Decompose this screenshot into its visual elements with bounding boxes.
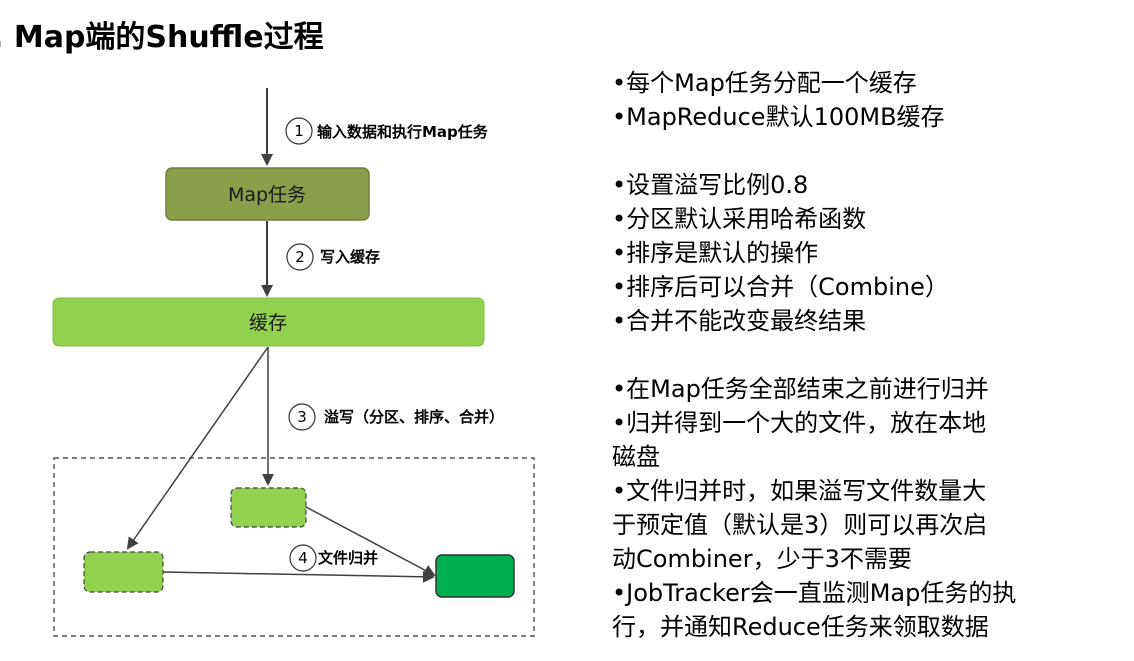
map-task-label: Map任务	[228, 184, 306, 206]
note-line: 磁盘	[612, 443, 660, 471]
map-task-box: Map任务	[165, 167, 370, 221]
step-1: 1 输入数据和执行Map任务	[285, 117, 489, 145]
step-1-number: 1	[294, 122, 304, 140]
step-2-number: 2	[295, 248, 305, 266]
step-3-label: 溢写（分区、排序、合并）	[324, 408, 504, 426]
step-2: 2 写入缓存	[286, 243, 380, 271]
note-line: •归并得到一个大的文件，放在本地	[612, 409, 987, 437]
note-line: •文件归并时，如果溢写文件数量大	[612, 477, 987, 505]
buffer-box: 缓存	[52, 297, 485, 347]
step-1-circle	[285, 117, 313, 145]
note-line: 于预定值（默认是3）则可以再次启	[612, 511, 988, 539]
buffer-label: 缓存	[249, 312, 287, 334]
page-title: . Map端的Shuffle过程	[0, 20, 324, 55]
merge-arrow-from-middle	[305, 506, 436, 576]
note-line: •设置溢写比例0.8	[612, 171, 809, 199]
notes-panel: •每个Map任务分配一个缓存 •MapReduce默认100MB缓存 •设置溢写…	[612, 66, 1112, 644]
local-disk-region	[53, 457, 535, 637]
merged-file	[435, 554, 515, 598]
note-line: •合并不能改变最终结果	[612, 307, 867, 335]
step-3: 3 溢写（分区、排序、合并）	[288, 403, 504, 431]
step-3-circle	[288, 403, 316, 431]
step-2-circle	[286, 243, 314, 271]
note-line: •JobTracker会一直监测Map任务的执	[612, 579, 1017, 607]
note-line: 动Combiner，少于3不需要	[612, 545, 912, 573]
step-4-number: 4	[298, 549, 308, 567]
merge-arrow-from-left	[162, 570, 435, 583]
note-line: •在Map任务全部结束之前进行归并	[612, 375, 989, 403]
note-line: 行，并通知Reduce任务来领取数据	[612, 613, 989, 641]
spill-file-left	[83, 551, 164, 593]
step-4-label: 文件归并	[318, 549, 378, 567]
step-4: 4 文件归并	[289, 544, 378, 572]
note-spacer	[612, 134, 1112, 168]
step-4-circle	[289, 544, 317, 572]
note-spacer	[612, 338, 1112, 372]
note-line: •每个Map任务分配一个缓存	[612, 69, 917, 97]
step-2-label: 写入缓存	[320, 248, 380, 266]
note-line: •MapReduce默认100MB缓存	[612, 103, 945, 131]
step-1-label: 输入数据和执行Map任务	[317, 123, 489, 141]
note-line: •排序后可以合并（Combine）	[612, 273, 949, 301]
spill-arrow-left	[126, 346, 269, 550]
shuffle-diagram: 1 输入数据和执行Map任务 Map任务 2 写入缓存 缓存 3 溢写（分区、排…	[52, 88, 535, 637]
spill-file-middle	[230, 487, 307, 528]
note-line: •分区默认采用哈希函数	[612, 205, 867, 233]
note-line: •排序是默认的操作	[612, 239, 819, 267]
step-3-number: 3	[297, 408, 307, 426]
